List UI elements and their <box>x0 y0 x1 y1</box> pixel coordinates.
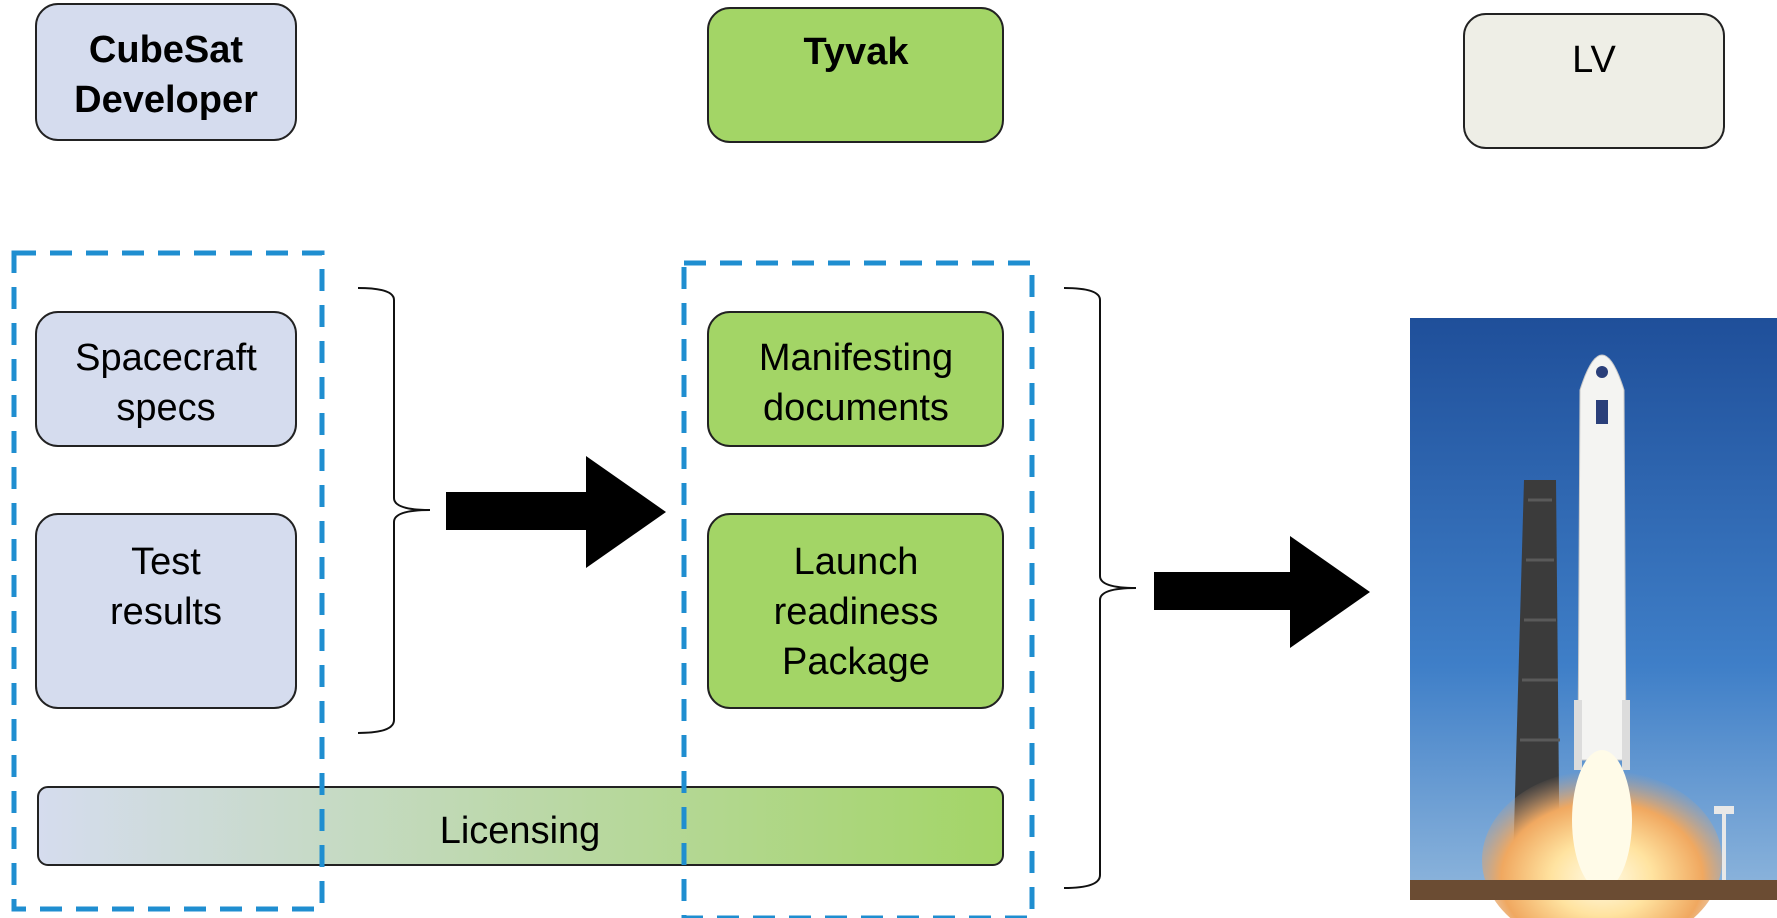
header-developer: CubeSat Developer <box>35 3 297 141</box>
developer-item-line: Test <box>131 541 201 583</box>
developer-dashed-group <box>11 250 325 912</box>
tyvak-item-line: Package <box>782 641 930 683</box>
tyvak-item-launch-readiness-package: Launch readiness Package <box>707 513 1004 709</box>
developer-item-line: results <box>110 591 222 633</box>
tyvak-item-line: documents <box>763 387 949 429</box>
developer-item-test-results: Test results <box>35 513 297 709</box>
right-arrow-icon <box>1154 536 1370 648</box>
right-brace-icon <box>1063 287 1137 889</box>
tyvak-item-line: Launch <box>794 541 919 583</box>
header-developer-line-1: CubeSat <box>89 29 243 71</box>
header-developer-line-2: Developer <box>74 79 258 121</box>
licensing-label: Licensing <box>440 810 601 852</box>
tyvak-item-manifesting-documents: Manifesting documents <box>707 311 1004 447</box>
header-lv-box <box>1463 13 1725 149</box>
header-tyvak-label: Tyvak <box>804 31 910 73</box>
header-tyvak: Tyvak <box>707 7 1004 143</box>
tyvak-item-line: readiness <box>774 591 939 633</box>
right-arrow-icon <box>446 456 666 568</box>
tyvak-item-line: Manifesting <box>759 337 953 379</box>
developer-item-box <box>35 513 297 709</box>
tyvak-item-box <box>707 311 1004 447</box>
licensing-bar: Licensing <box>37 786 1004 866</box>
header-developer-box <box>35 3 297 141</box>
developer-item-spacecraft-specs: Spacecraft specs <box>35 311 297 447</box>
header-lv-label: LV <box>1572 39 1616 81</box>
developer-item-line: specs <box>116 387 215 429</box>
header-lv: LV <box>1463 13 1725 149</box>
tyvak-item-box <box>707 513 1004 709</box>
header-tyvak-box <box>707 7 1004 143</box>
right-brace-icon <box>357 287 431 734</box>
developer-item-line: Spacecraft <box>75 337 257 379</box>
developer-item-box <box>35 311 297 447</box>
rocket-launch-icon <box>1410 318 1777 918</box>
licensing-box <box>37 786 1004 866</box>
